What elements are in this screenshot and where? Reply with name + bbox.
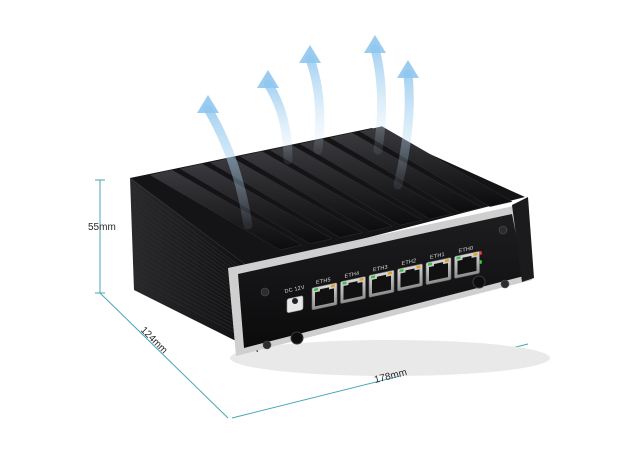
heatsink-fins — [149, 126, 513, 251]
airflow-arrow — [370, 44, 387, 155]
reset-button — [472, 275, 486, 289]
ethernet-ports: ETH5 ETH4 ETH3 ETH2 ETH1 ETH0 — [311, 246, 480, 311]
power-jack — [286, 295, 304, 313]
airflow-arrow — [263, 79, 293, 165]
heatsink-fin — [239, 151, 393, 232]
ethernet-port-label: ETH2 — [402, 258, 417, 267]
airflow-arrow — [305, 54, 325, 155]
airflow-arrow — [393, 69, 414, 190]
shadow — [230, 340, 550, 376]
ethernet-port-eth2: ETH2 — [397, 258, 423, 292]
heatsink-fin — [329, 132, 483, 214]
airflow-arrows — [197, 35, 419, 230]
ethernet-port-label: ETH5 — [316, 277, 331, 286]
screw — [498, 225, 508, 235]
airflow-arrowhead — [257, 70, 279, 88]
heatsink-fin — [179, 163, 333, 245]
ethernet-port-label: ETH4 — [345, 271, 360, 280]
ethernet-port-label: ETH1 — [430, 252, 445, 261]
heatsink-fin — [359, 126, 513, 207]
ethernet-port-eth0: ETH0 — [454, 246, 480, 279]
chassis-right-edge — [512, 197, 534, 282]
power-jack-hole — [292, 298, 298, 304]
airflow-arrow — [203, 104, 253, 230]
screw — [262, 340, 272, 350]
airflow-arrowhead — [364, 35, 386, 53]
heatsink-fin — [209, 157, 363, 238]
power-button — [290, 331, 304, 345]
ethernet-port-eth3: ETH3 — [368, 264, 395, 298]
ethernet-port-eth1: ETH1 — [425, 252, 452, 285]
height-label: 55mm — [88, 222, 116, 233]
ethernet-port-label: ETH0 — [459, 246, 474, 255]
ethernet-port-eth4: ETH4 — [340, 271, 366, 304]
screw — [260, 287, 270, 297]
screw — [500, 279, 510, 289]
airflow-arrowhead — [397, 60, 419, 78]
ethernet-port-label: ETH3 — [373, 264, 388, 273]
depth-dimension-line — [99, 292, 229, 419]
heatsink-fin — [149, 169, 303, 251]
airflow-arrowhead — [197, 95, 219, 113]
airflow-arrowhead — [299, 45, 321, 63]
ethernet-port-eth5: ETH5 — [311, 277, 338, 311]
power-label: DC 12V — [284, 285, 305, 295]
